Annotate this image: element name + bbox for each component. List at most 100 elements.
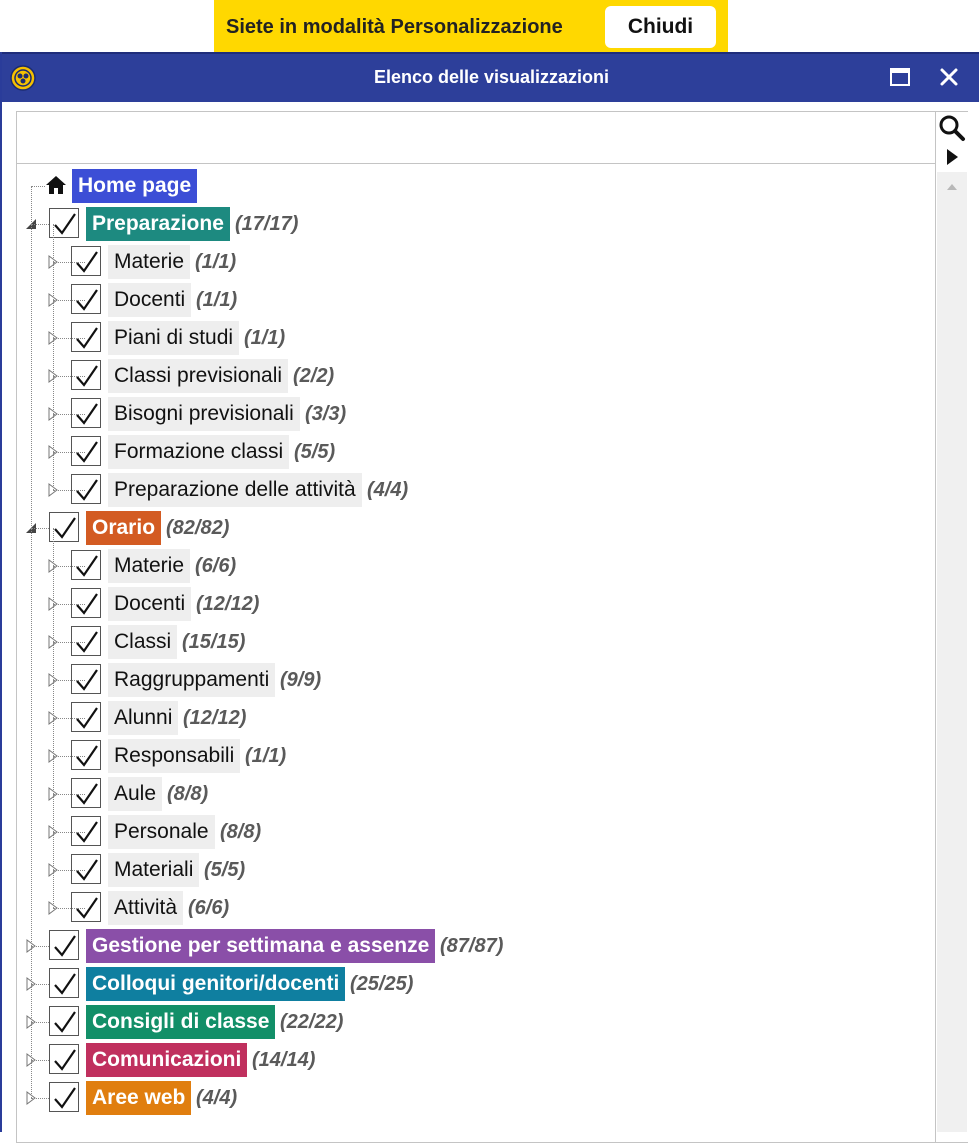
tree-connector: [53, 262, 85, 263]
tree-item-row: Responsabili(1/1): [17, 737, 934, 775]
view-count: (1/1): [196, 289, 238, 311]
checkmark-icon: [76, 783, 98, 805]
view-checkbox[interactable]: [71, 398, 101, 428]
view-label[interactable]: Aule: [108, 777, 163, 811]
view-label[interactable]: Classi: [108, 625, 178, 659]
view-checkbox[interactable]: [71, 664, 101, 694]
tree-item-row: Docenti(1/1): [17, 281, 934, 319]
expand-button[interactable]: [937, 145, 967, 169]
view-checkbox[interactable]: [71, 778, 101, 808]
tree-home-row: Home page: [17, 167, 934, 205]
checkmark-icon: [76, 593, 98, 615]
tree-item-row: Classi(15/15): [17, 623, 934, 661]
view-count: (5/5): [204, 859, 246, 881]
checkmark-icon: [76, 403, 98, 425]
category-label[interactable]: Orario: [86, 511, 162, 545]
tree-category-row: Aree web(4/4): [17, 1079, 934, 1117]
view-checkbox[interactable]: [49, 208, 79, 238]
checkmark-icon: [76, 479, 98, 501]
category-label[interactable]: Preparazione: [86, 207, 230, 241]
tree-connector: [31, 186, 45, 187]
view-label[interactable]: Preparazione delle attività: [108, 473, 362, 507]
view-label[interactable]: Materie: [108, 549, 191, 583]
view-label[interactable]: Materie: [108, 245, 191, 279]
home-page-label[interactable]: Home page: [72, 169, 198, 203]
tree-category-row: Preparazione(17/17): [17, 205, 934, 243]
customization-banner: Siete in modalità Personalizzazione Chiu…: [214, 0, 728, 52]
scroll-up-icon: [947, 184, 957, 190]
search-input[interactable]: [17, 112, 935, 164]
checkmark-icon: [54, 973, 76, 995]
view-checkbox[interactable]: [71, 854, 101, 884]
view-checkbox[interactable]: [71, 246, 101, 276]
category-label[interactable]: Comunicazioni: [86, 1043, 248, 1077]
tree-category-row: Gestione per settimana e assenze(87/87): [17, 927, 934, 965]
banner-message: Siete in modalità Personalizzazione: [226, 16, 563, 38]
view-label[interactable]: Alunni: [108, 701, 179, 735]
tree-item-row: Attività(6/6): [17, 889, 934, 927]
close-window-button[interactable]: [935, 63, 963, 91]
view-checkbox[interactable]: [71, 892, 101, 922]
close-customization-button[interactable]: Chiudi: [605, 6, 716, 48]
tree-item-row: Docenti(12/12): [17, 585, 934, 623]
view-label[interactable]: Docenti: [108, 283, 192, 317]
tree-connector: [53, 680, 85, 681]
scrollbar[interactable]: [937, 172, 967, 1132]
maximize-button[interactable]: [886, 63, 914, 91]
view-label[interactable]: Raggruppamenti: [108, 663, 276, 697]
view-checkbox[interactable]: [71, 626, 101, 656]
view-checkbox[interactable]: [71, 740, 101, 770]
view-label[interactable]: Bisogni previsionali: [108, 397, 300, 431]
maximize-icon: [890, 68, 910, 86]
tree-connector: [31, 186, 32, 1098]
tree-item-row: Personale(8/8): [17, 813, 934, 851]
close-icon: [940, 68, 958, 86]
tree-connector: [53, 756, 85, 757]
view-count: (15/15): [182, 631, 246, 653]
checkmark-icon: [76, 745, 98, 767]
view-checkbox[interactable]: [71, 436, 101, 466]
view-label[interactable]: Piani di studi: [108, 321, 240, 355]
view-checkbox[interactable]: [71, 816, 101, 846]
checkmark-icon: [54, 213, 76, 235]
tree-connector: [53, 870, 85, 871]
view-checkbox[interactable]: [71, 588, 101, 618]
view-label[interactable]: Attività: [108, 891, 184, 925]
view-checkbox[interactable]: [49, 1006, 79, 1036]
view-label[interactable]: Formazione classi: [108, 435, 290, 469]
view-label[interactable]: Materiali: [108, 853, 200, 887]
tree-item-row: Materie(1/1): [17, 243, 934, 281]
home-icon: [46, 176, 66, 194]
views-list-window: Elenco delle visualizzazioni: [0, 52, 979, 1143]
view-checkbox[interactable]: [49, 930, 79, 960]
tree-connector: [31, 1098, 49, 1099]
view-checkbox[interactable]: [71, 474, 101, 504]
view-label[interactable]: Docenti: [108, 587, 192, 621]
view-checkbox[interactable]: [49, 968, 79, 998]
search-button[interactable]: [937, 113, 967, 143]
category-label[interactable]: Colloqui genitori/docenti: [86, 967, 346, 1001]
view-checkbox[interactable]: [49, 512, 79, 542]
checkmark-icon: [54, 1087, 76, 1109]
view-checkbox[interactable]: [71, 360, 101, 390]
category-label[interactable]: Aree web: [86, 1081, 192, 1115]
view-count: (1/1): [245, 745, 287, 767]
view-checkbox[interactable]: [71, 284, 101, 314]
view-checkbox[interactable]: [49, 1082, 79, 1112]
tree-connector: [53, 338, 85, 339]
view-checkbox[interactable]: [71, 322, 101, 352]
view-count: (4/4): [367, 479, 409, 501]
view-checkbox[interactable]: [49, 1044, 79, 1074]
view-count: (8/8): [220, 821, 262, 843]
scroll-up-button[interactable]: [937, 172, 967, 200]
view-label[interactable]: Personale: [108, 815, 215, 849]
view-label[interactable]: Responsabili: [108, 739, 241, 773]
category-label[interactable]: Gestione per settimana e assenze: [86, 929, 436, 963]
side-toolbar: [935, 112, 968, 1142]
view-checkbox[interactable]: [71, 550, 101, 580]
view-checkbox[interactable]: [71, 702, 101, 732]
category-label[interactable]: Consigli di classe: [86, 1005, 276, 1039]
view-label[interactable]: Classi previsionali: [108, 359, 289, 393]
view-count: (1/1): [244, 327, 286, 349]
